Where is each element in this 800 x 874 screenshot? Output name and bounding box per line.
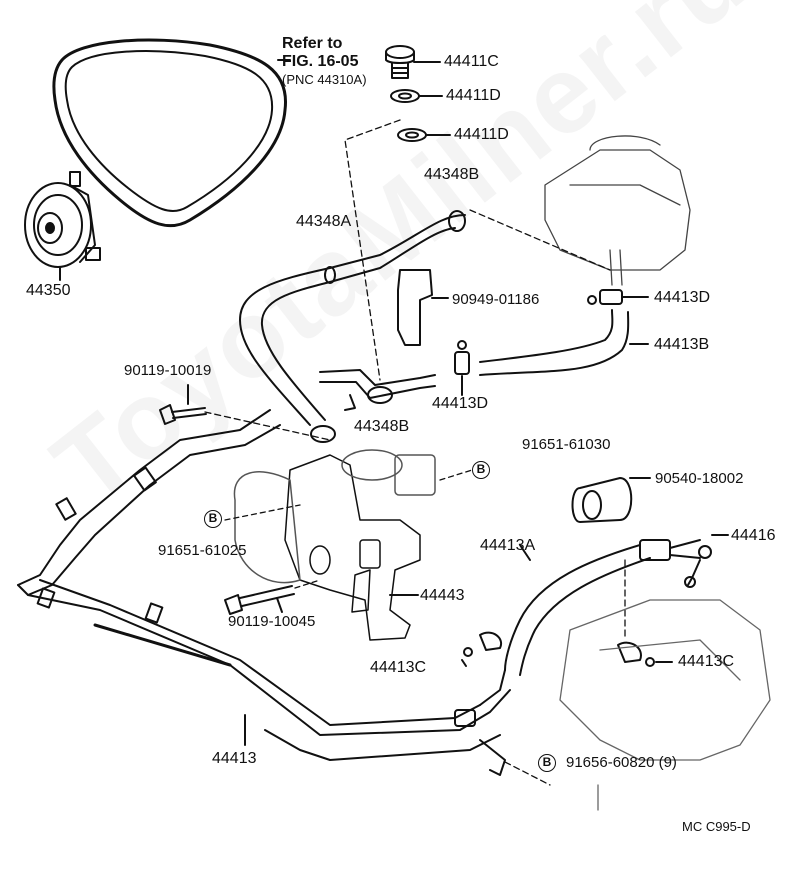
hose-clamp-left — [461, 631, 503, 667]
bolt-90119-10045 — [224, 585, 295, 615]
label-91651-61030: 91651-61030 — [522, 436, 611, 453]
label-90949-01186: 90949-01186 — [452, 291, 540, 308]
label-44350: 44350 — [26, 282, 71, 299]
label-44411D-1: 44411D — [446, 87, 501, 104]
steering-gear-housing — [559, 599, 771, 811]
reference-line-3: (PNC 44310A) — [282, 72, 367, 87]
label-44411D-2: 44411D — [454, 126, 509, 143]
suction-hose — [239, 210, 466, 443]
label-44413B: 44413B — [654, 336, 710, 353]
label-90119-10019: 90119-10019 — [124, 362, 212, 379]
drive-belt — [52, 38, 288, 228]
figure-code: MC C995-D — [682, 819, 751, 834]
union-bolt — [385, 45, 441, 79]
pump-pulley — [24, 171, 101, 281]
label-44413D-middle: 44413D — [432, 395, 489, 412]
label-90540-18002: 90540-18002 — [655, 470, 744, 487]
bolt-90119-10019 — [159, 384, 207, 425]
pipe-union — [684, 534, 729, 588]
pressure-fitting — [319, 369, 436, 411]
label-44413D-right: 44413D — [654, 289, 711, 306]
power-steering-pump — [233, 449, 436, 641]
label-91651-61025: 91651-61025 — [158, 542, 247, 559]
label-44348A: 44348A — [296, 213, 352, 230]
badge-b-2: B — [204, 510, 222, 528]
label-90119-10045: 90119-10045 — [228, 613, 316, 630]
hose-clamp-right — [617, 641, 673, 667]
washer-1 — [390, 89, 443, 103]
return-tube — [17, 409, 511, 776]
cushion-grommet — [571, 477, 651, 523]
label-44348B-middle: 44348B — [354, 418, 410, 435]
label-91656-60820: 91656-60820 (9) — [566, 754, 677, 771]
return-hose — [479, 309, 649, 376]
label-44443: 44443 — [420, 587, 465, 604]
label-44413C-left: 44413C — [370, 659, 427, 676]
reservoir-tank — [544, 135, 691, 286]
hose-clip-right — [587, 289, 649, 305]
label-44413C-right: 44413C — [678, 653, 735, 670]
hose-clip-middle — [454, 340, 470, 396]
reference-line-1: Refer to — [282, 35, 343, 52]
hose-clamp-bracket — [397, 269, 449, 346]
badge-b-1: B — [472, 461, 490, 479]
badge-b-3: B — [538, 754, 556, 772]
label-44416: 44416 — [731, 527, 776, 544]
washer-2 — [397, 128, 451, 142]
label-44411C: 44411C — [444, 53, 499, 70]
label-44413A: 44413A — [480, 537, 536, 554]
label-44413: 44413 — [212, 750, 257, 767]
reference-line-2: FIG. 16-05 — [282, 53, 359, 70]
label-44348B-top: 44348B — [424, 166, 480, 183]
pressure-hose — [504, 539, 701, 676]
